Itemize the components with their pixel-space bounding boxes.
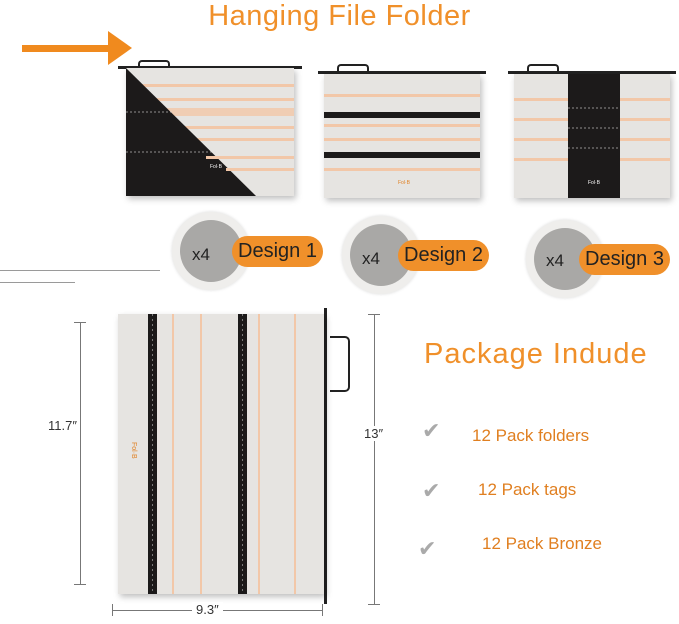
arrow-icon bbox=[22, 45, 114, 52]
design-2-label: Design 2 bbox=[398, 240, 489, 271]
package-item: 12 Pack tags bbox=[478, 480, 577, 499]
width-label: 9.3″ bbox=[192, 602, 223, 617]
checkmark-icon: ✔ bbox=[422, 478, 441, 503]
folder-design-2-art: Fol·B bbox=[324, 94, 480, 186]
folder-tab-icon bbox=[337, 64, 369, 74]
folder-design-3: Fol·B bbox=[514, 74, 670, 198]
checkmark-icon: ✔ bbox=[422, 418, 441, 443]
package-title: Package Indude bbox=[424, 338, 648, 370]
design-1-label: Design 1 bbox=[232, 236, 323, 267]
svg-text:Fol·B: Fol·B bbox=[130, 442, 137, 459]
folder-design-1: Fol·B bbox=[126, 68, 294, 196]
folder-tab-icon bbox=[527, 64, 559, 74]
folder-rod bbox=[508, 71, 676, 74]
folder-design-2: Fol·B bbox=[324, 74, 480, 198]
design-2-count: x4 bbox=[362, 249, 380, 268]
total-height-label: 13″ bbox=[364, 426, 384, 441]
checkmark-icon: ✔ bbox=[418, 536, 437, 561]
arrow-head-icon bbox=[108, 31, 132, 65]
folder-large: Fol·B bbox=[118, 314, 324, 594]
height-dimension-line bbox=[80, 322, 81, 584]
design-1-count: x4 bbox=[192, 245, 210, 264]
page-title: Hanging File Folder bbox=[208, 0, 471, 32]
height-label: 11.7″ bbox=[48, 418, 77, 433]
dimension-tick bbox=[74, 322, 86, 323]
folder-tab-icon bbox=[138, 60, 170, 70]
dimension-tick bbox=[74, 584, 86, 585]
svg-text:Fol·B: Fol·B bbox=[398, 180, 411, 186]
folder-design-3-art: Fol·B bbox=[514, 74, 670, 198]
folder-rod bbox=[118, 66, 302, 69]
svg-text:Fol·B: Fol·B bbox=[210, 164, 223, 170]
dimension-tick bbox=[368, 314, 380, 315]
divider bbox=[0, 282, 75, 283]
folder-hanger-rod bbox=[324, 308, 327, 604]
design-3-count: x4 bbox=[546, 251, 564, 270]
dimension-tick bbox=[112, 604, 113, 616]
package-item: 12 Pack Bronze bbox=[482, 534, 603, 553]
package-item: 12 Pack folders bbox=[472, 426, 590, 445]
svg-text:Fol·B: Fol·B bbox=[588, 180, 601, 186]
design-3-label: Design 3 bbox=[579, 244, 670, 275]
design-1-circle-inner bbox=[180, 220, 242, 282]
divider bbox=[0, 270, 160, 271]
folder-tab-icon bbox=[330, 336, 350, 392]
folder-design-1-art: Fol·B bbox=[126, 68, 294, 196]
folder-large-art: Fol·B bbox=[130, 314, 296, 594]
total-height-dimension-line bbox=[374, 314, 375, 604]
dimension-tick bbox=[322, 604, 323, 616]
folder-rod bbox=[318, 71, 486, 74]
dimension-tick bbox=[368, 604, 380, 605]
